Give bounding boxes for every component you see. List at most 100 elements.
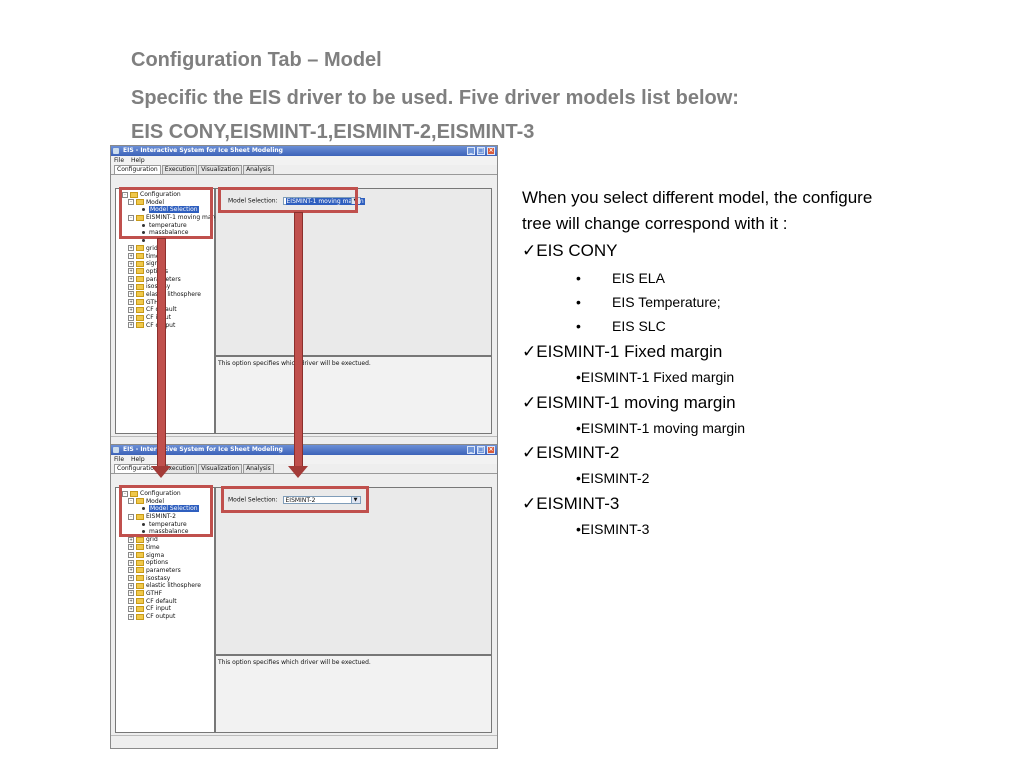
expand-icon[interactable]: + bbox=[128, 552, 134, 558]
tree-leaf-massbalance[interactable]: massbalance bbox=[122, 229, 223, 237]
tree-leaf-model-selection[interactable]: Model Selection bbox=[122, 505, 201, 513]
expand-icon[interactable]: + bbox=[128, 322, 134, 329]
tree-node-cf-default[interactable]: +CF default bbox=[128, 306, 177, 314]
tree-node-isostasy[interactable]: +isostasy bbox=[122, 283, 223, 291]
menu-help[interactable]: Help bbox=[130, 157, 145, 164]
minimize-button[interactable]: _ bbox=[467, 446, 475, 454]
tree-node-sigma[interactable]: +sigma bbox=[128, 551, 165, 559]
tab-analysis[interactable]: Analysis bbox=[243, 464, 274, 473]
eis-window-top: EIS - Interactive System for Ice Sheet M… bbox=[110, 145, 498, 450]
tree-node-gthf[interactable]: +GTHF bbox=[128, 589, 163, 597]
tree-leaf-massbalance[interactable]: massbalance bbox=[122, 528, 201, 536]
tree-node-options[interactable]: +options bbox=[128, 559, 169, 567]
folder-icon bbox=[136, 498, 144, 505]
folder-icon bbox=[136, 536, 144, 543]
tab-visualization[interactable]: Visualization bbox=[198, 165, 243, 174]
tree-node-cf-default[interactable]: +CF default bbox=[128, 597, 177, 605]
close-button[interactable]: × bbox=[487, 446, 495, 454]
expand-icon[interactable]: + bbox=[128, 306, 134, 313]
tree-node-gthf[interactable]: +GTHF bbox=[128, 298, 163, 306]
expand-icon[interactable]: + bbox=[128, 260, 134, 267]
slide-subtitle: Specific the EIS driver to be used. Five… bbox=[131, 87, 739, 109]
maximize-button[interactable]: □ bbox=[477, 147, 485, 155]
model-settings-panel: Model Selection: EISMINT-1 moving margin… bbox=[215, 188, 492, 356]
expand-icon[interactable]: + bbox=[128, 268, 134, 275]
maximize-button[interactable]: □ bbox=[477, 446, 485, 454]
collapse-icon[interactable]: - bbox=[122, 191, 128, 198]
tree-node-options[interactable]: +options bbox=[122, 268, 223, 276]
menu-file[interactable]: File bbox=[114, 456, 125, 463]
tree-node-cf-output[interactable]: +CF output bbox=[128, 613, 176, 620]
model-selection-dropdown[interactable]: EISMINT-2 ▼ bbox=[282, 496, 361, 504]
tree-node-driver[interactable]: -EISMINT-1 moving margin bbox=[122, 214, 223, 222]
collapse-icon[interactable]: - bbox=[128, 513, 134, 520]
tree-node-parameters[interactable]: +parameters bbox=[128, 566, 181, 574]
expand-icon[interactable]: + bbox=[128, 582, 134, 589]
collapse-icon[interactable]: - bbox=[128, 214, 134, 221]
app-icon bbox=[113, 447, 119, 453]
folder-icon bbox=[136, 314, 144, 321]
tree-node-driver[interactable]: -EISMINT-2 bbox=[122, 513, 201, 521]
folder-icon bbox=[136, 567, 144, 574]
expand-icon[interactable]: + bbox=[128, 590, 134, 597]
tree-node-model[interactable]: -Model bbox=[122, 498, 201, 506]
collapse-icon[interactable]: - bbox=[128, 498, 134, 505]
annotation-arrow-right-shaft bbox=[294, 212, 303, 468]
check-icon: ✓ bbox=[522, 241, 537, 260]
expand-icon[interactable]: + bbox=[128, 299, 134, 306]
expand-icon[interactable]: + bbox=[128, 559, 134, 566]
expand-icon[interactable]: + bbox=[128, 245, 134, 252]
slide-title: Configuration Tab – Model bbox=[131, 49, 382, 71]
collapse-icon[interactable]: - bbox=[122, 490, 128, 497]
chevron-down-icon[interactable]: ▼ bbox=[350, 497, 360, 503]
tree-node-cf-input[interactable]: +CF input bbox=[128, 314, 171, 321]
expand-icon[interactable]: + bbox=[128, 544, 134, 551]
tab-configuration[interactable]: Configuration bbox=[114, 165, 161, 174]
notes-eismint1-moving-item: •EISMINT-1 moving margin bbox=[576, 420, 746, 436]
check-icon: ✓ bbox=[522, 342, 537, 361]
tree-leaf-temperature[interactable]: temperature bbox=[122, 222, 223, 230]
expand-icon[interactable]: + bbox=[128, 613, 134, 620]
menu-file[interactable]: File bbox=[114, 157, 125, 164]
expand-icon[interactable]: + bbox=[128, 575, 134, 582]
eis-window-bottom: EIS - Interactive System for Ice Sheet M… bbox=[110, 444, 498, 749]
tree-node-cf-input[interactable]: +CF input bbox=[128, 605, 171, 613]
tab-analysis[interactable]: Analysis bbox=[243, 165, 274, 174]
menu-help[interactable]: Help bbox=[130, 456, 145, 463]
expand-icon[interactable]: + bbox=[128, 598, 134, 605]
tree-node-elastic-lithosphere[interactable]: +elastic lithosphere bbox=[128, 290, 202, 298]
window-titlebar[interactable]: EIS - Interactive System for Ice Sheet M… bbox=[111, 146, 497, 156]
tree-node-grid[interactable]: +grid bbox=[128, 244, 158, 252]
expand-icon[interactable]: + bbox=[128, 291, 134, 298]
tree-node-parameters[interactable]: +parameters bbox=[122, 276, 223, 284]
tree-node-cf-output[interactable]: +CF output bbox=[128, 321, 175, 329]
tree-node-time[interactable]: +time bbox=[128, 252, 160, 260]
tree-node-configuration[interactable]: -Configuration bbox=[122, 191, 223, 199]
leaf-icon bbox=[142, 223, 145, 227]
expand-icon[interactable]: + bbox=[128, 567, 134, 574]
minimize-button[interactable]: _ bbox=[467, 147, 475, 155]
window-titlebar[interactable]: EIS - Interactive System for Ice Sheet M… bbox=[111, 445, 497, 455]
close-button[interactable]: × bbox=[487, 147, 495, 155]
tab-execution[interactable]: Execution bbox=[161, 165, 198, 174]
tree-leaf-temperature[interactable]: temperature bbox=[122, 521, 201, 529]
tree-node-grid[interactable]: +grid bbox=[128, 536, 158, 544]
tree-node-elastic-lithosphere[interactable]: +elastic lithosphere bbox=[128, 582, 202, 590]
tree-node-sigma[interactable]: +sigma bbox=[128, 260, 165, 268]
tree-node-model[interactable]: -Model bbox=[122, 199, 223, 207]
model-selection-value: EISMINT-1 moving margin bbox=[285, 198, 365, 205]
tree-node-isostasy[interactable]: +isostasy bbox=[128, 574, 171, 582]
tree-node-configuration[interactable]: -Configuration bbox=[122, 490, 201, 498]
expand-icon[interactable]: + bbox=[128, 253, 134, 259]
expand-icon[interactable]: + bbox=[128, 536, 134, 543]
collapse-icon[interactable]: - bbox=[128, 199, 134, 206]
check-icon: ✓ bbox=[522, 494, 537, 513]
tree-leaf-model-selection[interactable]: Model Selection bbox=[122, 206, 223, 214]
notes-eismint2: ✓EISMINT-2 bbox=[522, 443, 620, 462]
expand-icon[interactable]: + bbox=[128, 283, 134, 290]
expand-icon[interactable]: + bbox=[128, 605, 134, 612]
expand-icon[interactable]: + bbox=[128, 276, 134, 283]
tree-node-time[interactable]: +time bbox=[128, 543, 160, 551]
tab-visualization[interactable]: Visualization bbox=[198, 464, 243, 473]
expand-icon[interactable]: + bbox=[128, 314, 134, 321]
